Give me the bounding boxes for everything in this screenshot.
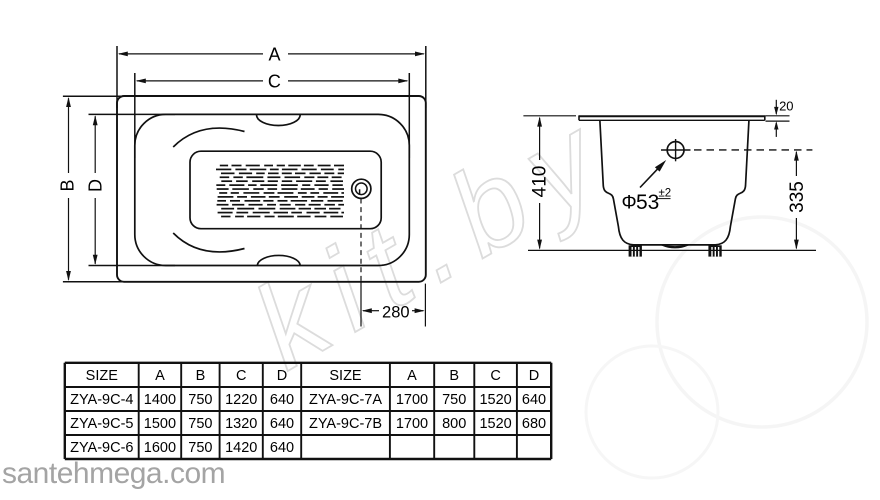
- svg-text:20: 20: [779, 98, 793, 113]
- svg-text:C: C: [268, 72, 281, 92]
- svg-text:640: 640: [270, 392, 294, 408]
- svg-text:B: B: [449, 368, 459, 384]
- svg-text:ZYA-9C-4: ZYA-9C-4: [70, 392, 133, 408]
- svg-text:kit.by: kit.by: [232, 84, 635, 394]
- svg-text:B: B: [196, 368, 206, 384]
- svg-text:53: 53: [636, 191, 659, 214]
- svg-text:ZYA-9C-7A: ZYA-9C-7A: [309, 392, 382, 408]
- svg-text:C: C: [236, 368, 246, 384]
- svg-text:ZYA-9C-5: ZYA-9C-5: [70, 416, 133, 432]
- svg-text:750: 750: [188, 392, 212, 408]
- svg-text:D: D: [277, 368, 287, 384]
- svg-text:santehmega.com: santehmega.com: [2, 457, 225, 490]
- svg-text:680: 680: [522, 416, 546, 432]
- svg-text:1320: 1320: [225, 416, 257, 432]
- svg-text:1400: 1400: [144, 392, 176, 408]
- svg-text:1700: 1700: [396, 416, 428, 432]
- svg-text:1700: 1700: [396, 392, 428, 408]
- svg-text:A: A: [268, 45, 280, 65]
- svg-text:SIZE: SIZE: [86, 368, 119, 384]
- svg-text:ZYA-9C-7B: ZYA-9C-7B: [309, 416, 382, 432]
- svg-text:ZYA-9C-6: ZYA-9C-6: [70, 440, 133, 456]
- svg-text:750: 750: [442, 392, 466, 408]
- svg-text:Φ: Φ: [622, 193, 637, 214]
- svg-text:B: B: [58, 179, 78, 191]
- svg-text:640: 640: [522, 392, 546, 408]
- svg-text:D: D: [529, 368, 539, 384]
- svg-text:1520: 1520: [479, 416, 511, 432]
- svg-text:1520: 1520: [479, 392, 511, 408]
- svg-text:A: A: [407, 368, 417, 384]
- svg-text:640: 640: [270, 416, 294, 432]
- svg-text:640: 640: [270, 440, 294, 456]
- svg-text:1420: 1420: [225, 440, 257, 456]
- svg-text:1600: 1600: [144, 440, 176, 456]
- svg-text:410: 410: [530, 166, 551, 198]
- svg-text:750: 750: [188, 440, 212, 456]
- svg-text:±2: ±2: [659, 188, 672, 200]
- svg-text:800: 800: [442, 416, 466, 432]
- svg-text:750: 750: [188, 416, 212, 432]
- svg-text:1500: 1500: [144, 416, 176, 432]
- svg-text:1220: 1220: [225, 392, 257, 408]
- svg-text:D: D: [86, 179, 106, 192]
- svg-text:SIZE: SIZE: [329, 368, 362, 384]
- svg-text:A: A: [155, 368, 165, 384]
- svg-text:280: 280: [382, 303, 410, 321]
- svg-text:C: C: [490, 368, 500, 384]
- svg-text:335: 335: [787, 181, 808, 213]
